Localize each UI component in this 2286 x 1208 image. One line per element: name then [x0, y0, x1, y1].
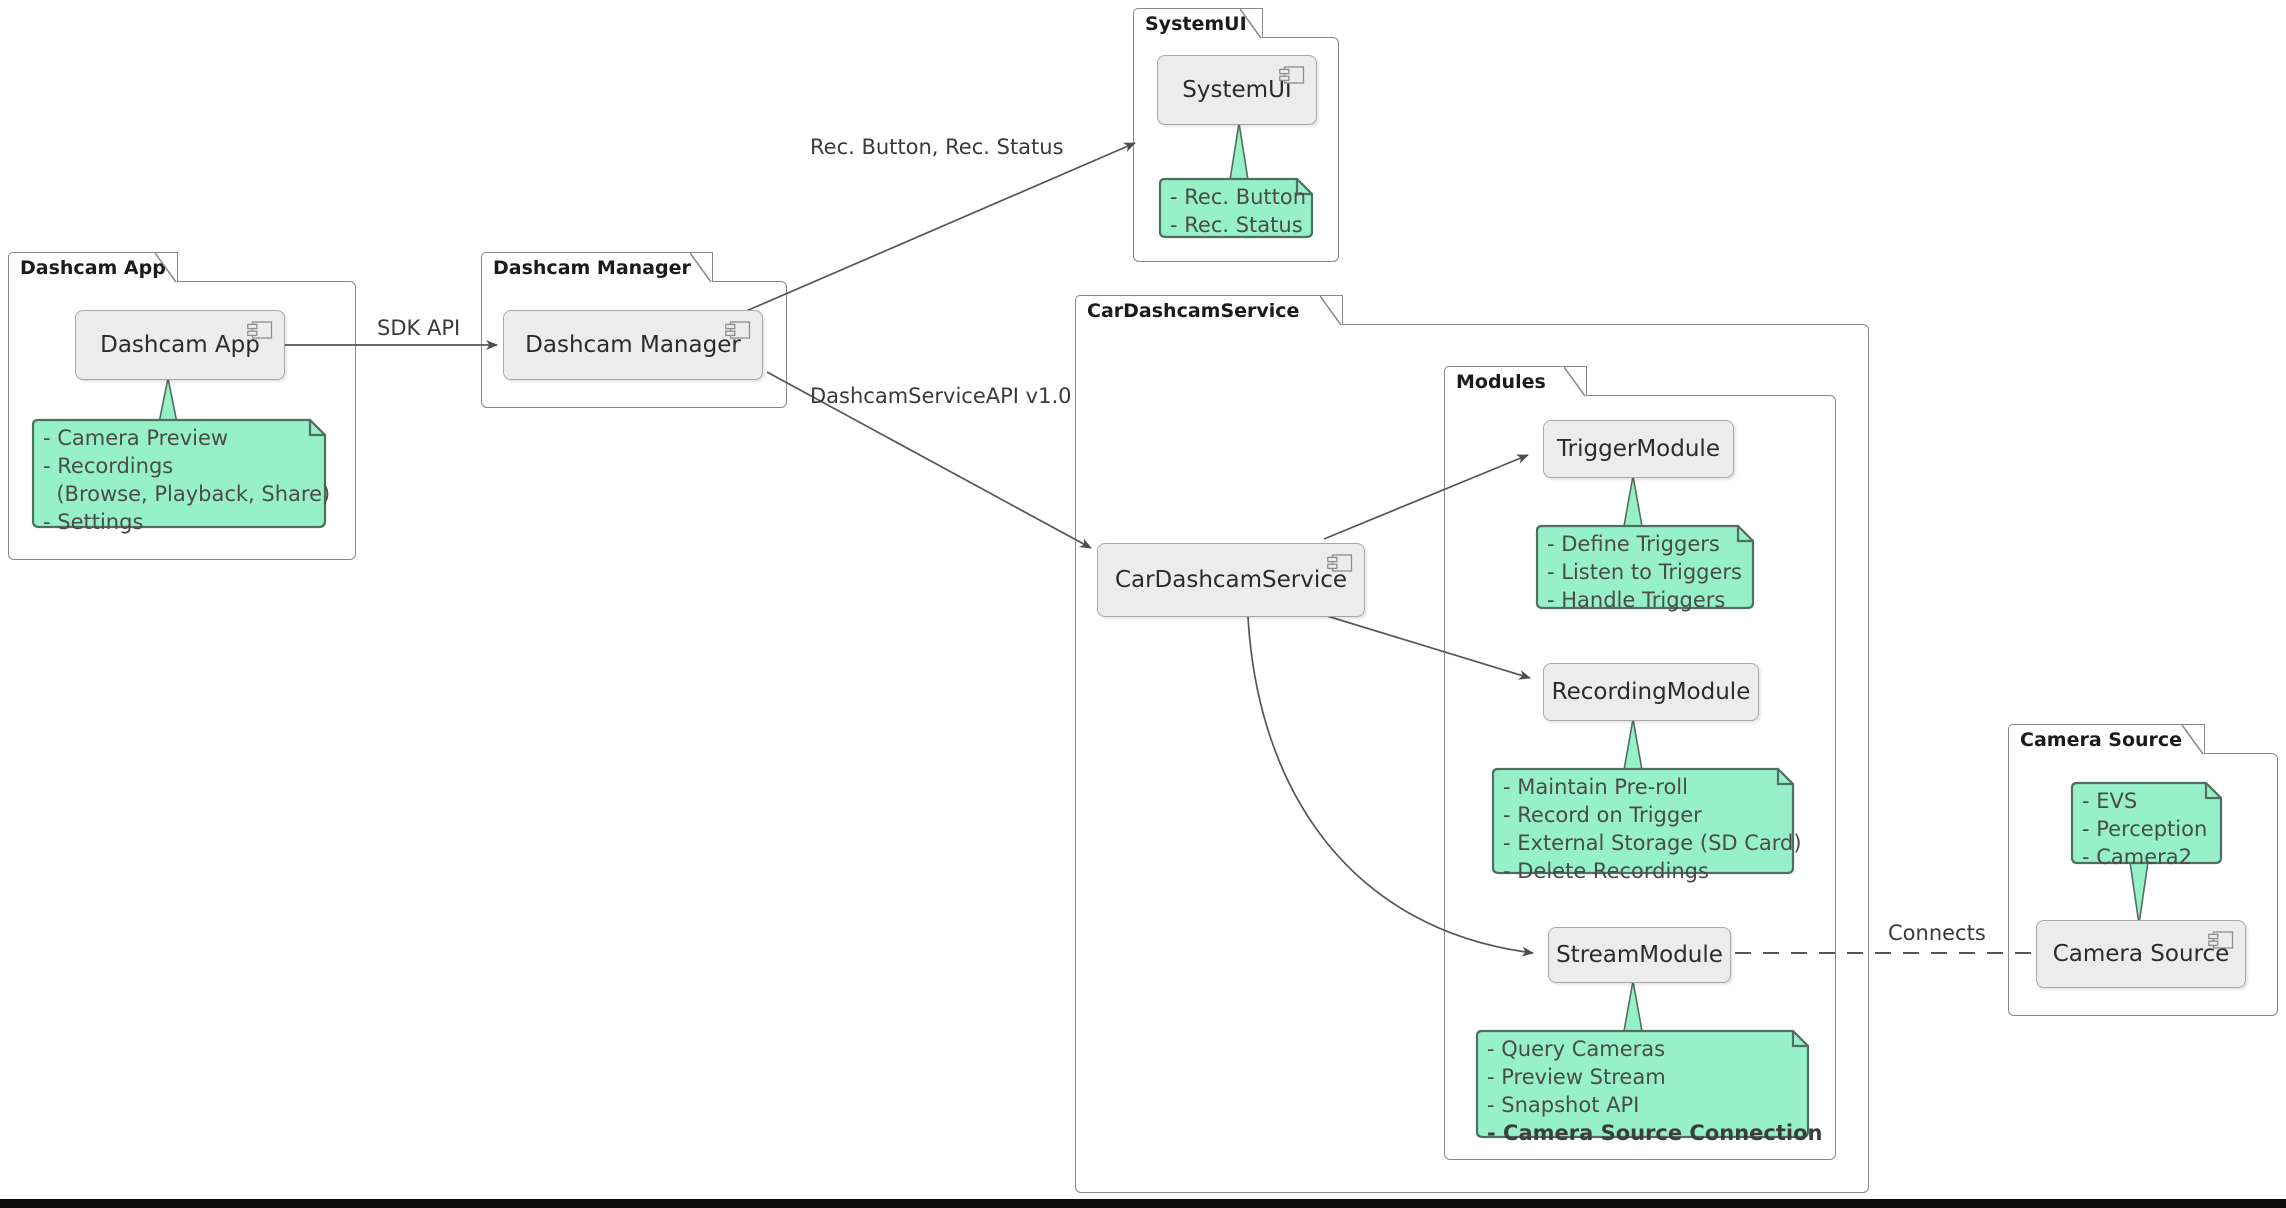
component-icon [2208, 930, 2234, 949]
component-label: SystemUI [1182, 76, 1292, 103]
note-text: - Query Cameras - Preview Stream - Snaps… [1474, 1028, 1822, 1156]
component-stream-module[interactable]: StreamModule [1548, 927, 1731, 983]
component-label: StreamModule [1556, 941, 1723, 968]
note-line: - Perception [2082, 816, 2208, 841]
tab-fold-icon [1320, 296, 1342, 326]
note-trigger-module: - Define Triggers - Listen to Triggers -… [1534, 523, 1756, 612]
note-background [30, 417, 328, 530]
component-label: Dashcam Manager [525, 331, 741, 358]
component-trigger-module[interactable]: TriggerModule [1543, 420, 1734, 478]
component-icon [1327, 553, 1353, 572]
note-text: - Maintain Pre-roll - Record on Trigger … [1490, 766, 1802, 894]
note-line: - Settings [43, 509, 144, 534]
note-camera-source: - EVS - Perception - Camera2 [2069, 780, 2224, 869]
note-line: - Recordings [43, 453, 174, 478]
note-background [1474, 1028, 1811, 1140]
package-tab: Dashcam Manager [481, 252, 713, 283]
package-label: Modules [1456, 370, 1546, 393]
note-background [1157, 176, 1315, 240]
edge-label-sdk-api: SDK API [377, 316, 461, 340]
note-text: - EVS - Perception - Camera2 [2069, 780, 2224, 880]
edge-label-rec-ui: Rec. Button, Rec. Status [810, 135, 1064, 159]
component-label: Camera Source [2052, 940, 2230, 967]
note-recording-module: - Maintain Pre-roll - Record on Trigger … [1490, 766, 1802, 883]
bottom-border-strip [0, 1199, 2286, 1208]
note-line: - Listen to Triggers [1547, 559, 1742, 584]
package-tab: Dashcam App [8, 252, 178, 283]
component-camera-source[interactable]: Camera Source [2036, 920, 2246, 988]
component-icon [247, 320, 273, 339]
note-line: - Rec. Button [1170, 185, 1307, 209]
edge-rec-ui [729, 142, 1136, 319]
note-text: - Camera Preview - Recordings (Browse, P… [30, 417, 331, 545]
note-line: - Record on Trigger [1503, 802, 1702, 827]
component-systemui[interactable]: SystemUI [1157, 55, 1317, 125]
tab-fold-icon [1564, 367, 1586, 397]
component-recording-module[interactable]: RecordingModule [1543, 663, 1759, 721]
note-line-bold: - Camera Source Connection [1487, 1120, 1823, 1145]
note-line: (Browse, Playback, Share) [43, 481, 331, 506]
note-line: - External Storage (SD Card) [1503, 830, 1802, 855]
package-tab: Modules [1444, 366, 1587, 397]
tab-fold-icon [690, 253, 712, 283]
component-label: Dashcam App [100, 331, 260, 358]
note-line: - Define Triggers [1547, 532, 1720, 556]
note-systemui: - Rec. Button - Rec. Status [1157, 176, 1315, 240]
component-cardashcamservice[interactable]: CarDashcamService [1097, 543, 1365, 617]
note-background [1534, 523, 1756, 611]
package-label: Camera Source [2020, 728, 2183, 751]
note-line: - Rec. Status [1170, 212, 1303, 237]
component-dashcam-app[interactable]: Dashcam App [75, 310, 285, 380]
note-line: - Preview Stream [1487, 1064, 1666, 1089]
edge-label-connects: Connects [1888, 921, 1986, 945]
edge-label-service-api: DashcamServiceAPI v1.0 [810, 384, 1072, 408]
note-line: - Handle Triggers [1547, 587, 1726, 612]
package-label: Dashcam App [20, 256, 166, 279]
package-label: CarDashcamService [1087, 299, 1300, 322]
package-label: SystemUI [1145, 12, 1247, 35]
component-icon [1279, 65, 1305, 84]
note-dashcam-app: - Camera Preview - Recordings (Browse, P… [30, 417, 330, 534]
component-label: TriggerModule [1557, 435, 1720, 462]
component-label: CarDashcamService [1114, 566, 1348, 593]
note-line: - Camera Preview [43, 426, 229, 450]
package-tab: SystemUI [1133, 8, 1263, 39]
component-icon [725, 320, 751, 339]
note-line: - Maintain Pre-roll [1503, 775, 1688, 799]
package-tab: CarDashcamService [1075, 295, 1343, 326]
note-line: - Query Cameras [1487, 1037, 1666, 1061]
note-stream-module: - Query Cameras - Preview Stream - Snaps… [1474, 1028, 1822, 1145]
note-text: - Define Triggers - Listen to Triggers -… [1534, 523, 1756, 623]
package-label: Dashcam Manager [493, 256, 691, 279]
component-label: RecordingModule [1551, 678, 1751, 705]
note-text: - Rec. Button - Rec. Status [1157, 176, 1315, 248]
note-line: - EVS [2082, 789, 2138, 813]
note-line: - Camera2 [2082, 844, 2193, 869]
note-line: - Delete Recordings [1503, 858, 1709, 883]
package-tab: Camera Source [2008, 724, 2205, 755]
note-line: - Snapshot API [1487, 1092, 1640, 1117]
component-dashcam-manager[interactable]: Dashcam Manager [503, 310, 763, 380]
note-background [2069, 780, 2224, 866]
tab-fold-icon [2182, 725, 2204, 755]
